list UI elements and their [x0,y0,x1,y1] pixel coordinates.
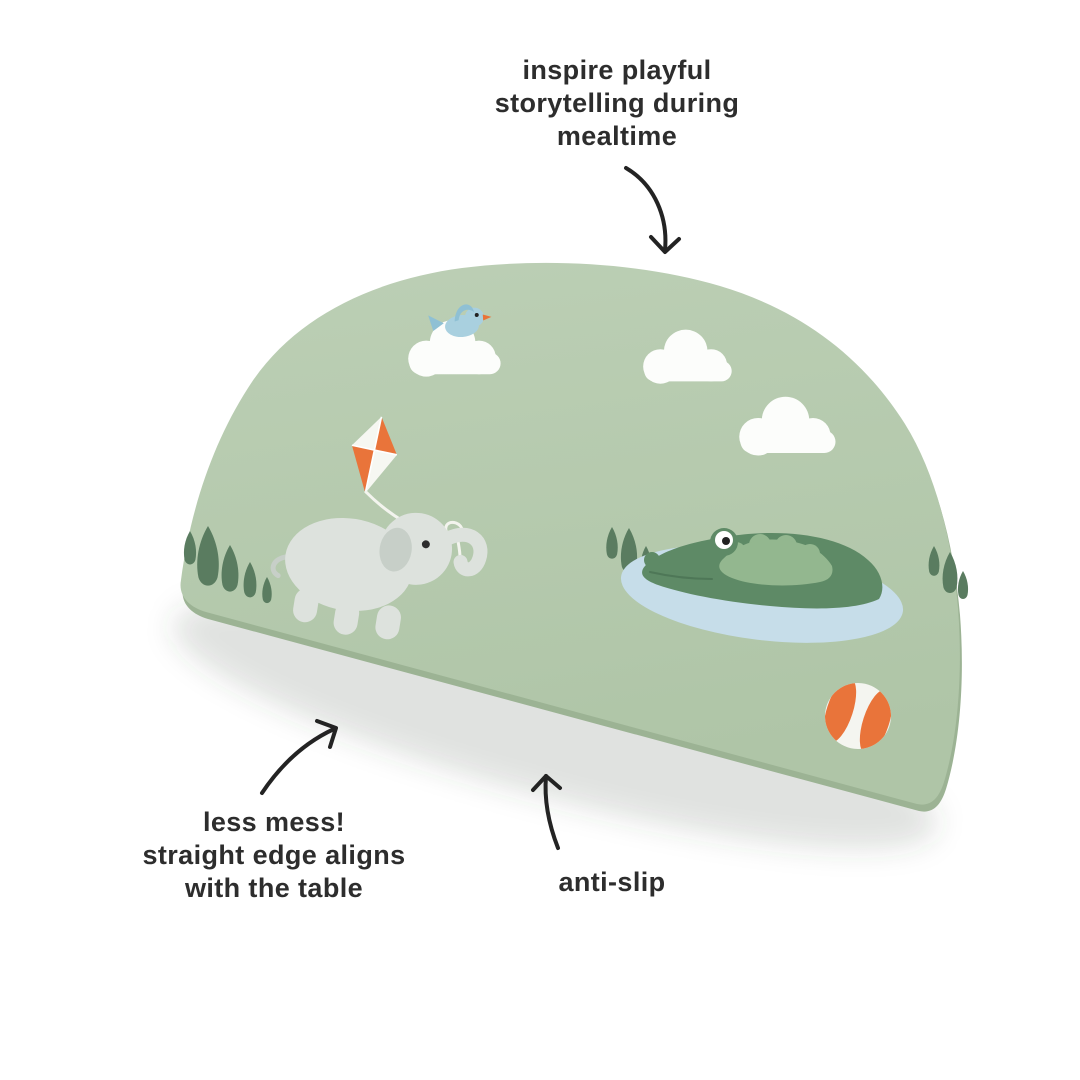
bird-icon [428,304,492,338]
cypress-tree-icon [183,526,272,604]
crocodile-icon [642,528,883,609]
annotation-bottom-left: less mess! straight edge aligns with the… [64,806,484,905]
annotation-anti-slip: anti-slip [462,866,762,899]
beach-ball-icon [823,677,893,755]
cypress-tree-icon [928,546,969,599]
annotation-anti-slip-label: anti-slip [558,867,666,897]
annotation-bottom-left-line: with the table [184,873,364,903]
elephant-icon [270,512,488,640]
placemat [180,262,960,805]
arrow-bottom-left [260,719,338,795]
annotation-top-line: mealtime [556,121,678,151]
arrow-anti-slip [531,774,562,850]
annotation-top-line: inspire playful [522,55,712,85]
cloud-icon [739,396,836,456]
annotation-top-line: storytelling during [494,88,740,118]
annotation-arrows [260,166,681,850]
annotation-top: inspire playful storytelling during meal… [417,54,817,153]
kite-icon [351,416,398,494]
mat-shadow [173,601,937,849]
cloud-icon [643,329,732,384]
annotation-bottom-left-line: straight edge aligns [142,840,406,870]
placemat-artwork [183,304,969,755]
arrow-top [624,166,681,254]
annotation-bottom-left-line: less mess! [202,807,346,837]
